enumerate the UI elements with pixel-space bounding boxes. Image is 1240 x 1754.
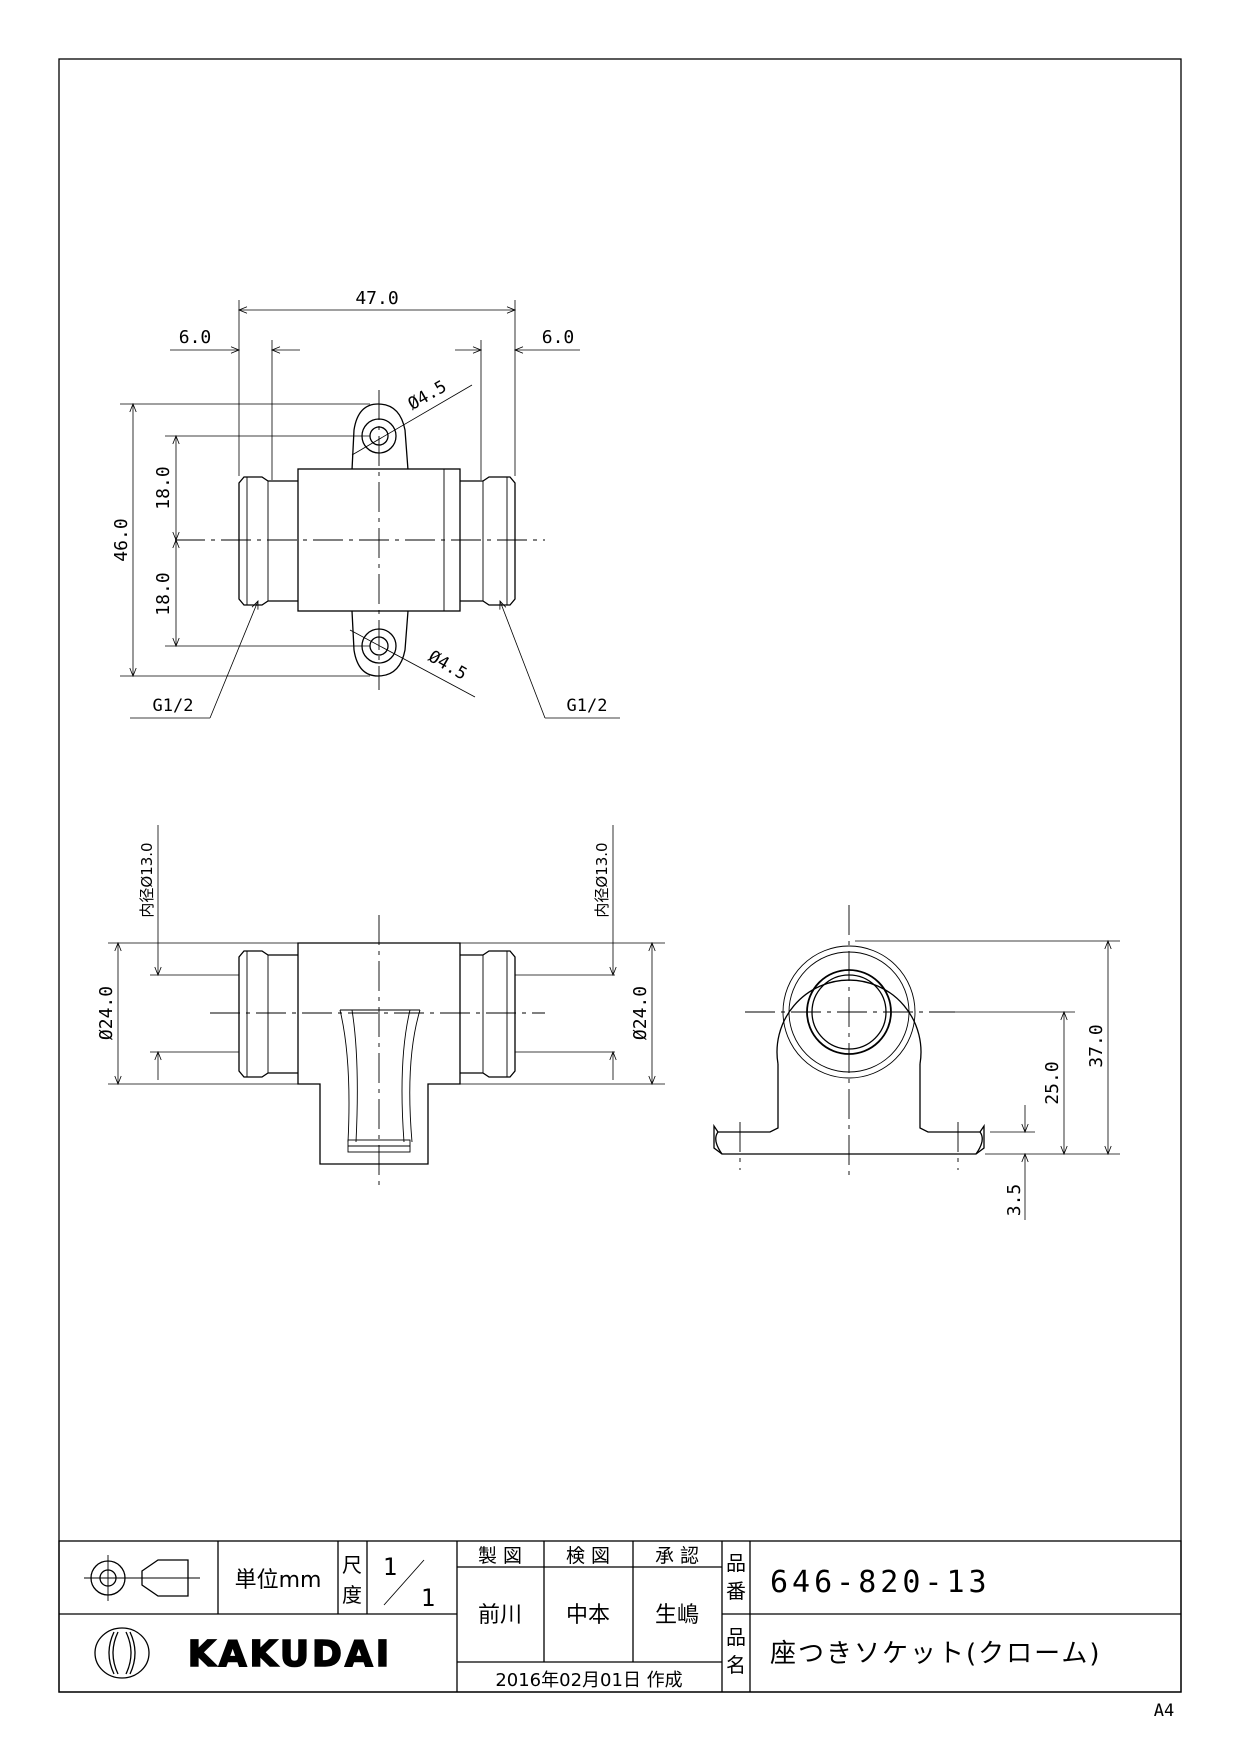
dim-left-6: 6.0 (179, 327, 212, 348)
dim-upper-18: 18.0 (153, 466, 174, 509)
scale-numerator: 1 (383, 1553, 397, 1581)
top-thread-right (460, 476, 516, 606)
top-lug-lower (351, 610, 409, 677)
sheet-border (58, 58, 1182, 1693)
third-angle-projection-icon (84, 1555, 200, 1601)
top-thread-left (238, 476, 298, 606)
front-view: Ø24.0 Ø24.0 内径Ø13.0 内径Ø13.0 (96, 825, 665, 1190)
top-view: 47.0 6.0 6.0 Ø4.5 Ø4.5 46.0 18.0 18.0 G1… (111, 288, 620, 719)
front-thread-left (238, 950, 298, 1078)
part-no-label-1: 品 (726, 1551, 746, 1575)
top-lug-upper (351, 403, 409, 471)
front-thread-right (460, 950, 516, 1078)
part-name-label-2: 名 (726, 1653, 746, 1677)
front-body (297, 942, 461, 1165)
title-block: 単位mm 尺 度 尺度 1 1 製 図 検 図 承 認 前川 中本 生嶋 201… (58, 1540, 1182, 1693)
checked-label: 検 図 (566, 1545, 610, 1567)
dim-height-46: 46.0 (111, 518, 132, 561)
part-number: 646-820-13 (770, 1565, 991, 1600)
drawn-label: 製 図 (478, 1545, 522, 1567)
part-name-label-1: 品 (726, 1625, 746, 1649)
dim-hole-upper: Ø4.5 (405, 377, 450, 415)
dim-inner-dia-right: 内径Ø13.0 (593, 842, 611, 917)
side-view: 37.0 25.0 3.5 (713, 905, 1120, 1220)
thread-label-left: G1/2 (153, 696, 194, 716)
dim-outer-dia-right: Ø24.0 (630, 986, 651, 1040)
approved-label: 承 認 (655, 1545, 699, 1567)
dim-hole-lower: Ø4.5 (425, 647, 470, 685)
approved-by: 生嶋 (655, 1603, 699, 1628)
dim-side-height-37: 37.0 (1086, 1024, 1107, 1067)
dim-inner-dia-left: 内径Ø13.0 (138, 842, 156, 917)
checked-by: 中本 (566, 1603, 610, 1628)
part-name: 座つきソケット(クローム) (770, 1639, 1102, 1669)
dim-outer-dia-left: Ø24.0 (96, 986, 117, 1040)
scale-denominator: 1 (421, 1584, 435, 1612)
scale-label-2: 度 (342, 1583, 362, 1607)
scale-label: 尺 (342, 1553, 362, 1577)
date-text: 2016年02月01日 作成 (495, 1670, 682, 1691)
drawn-by: 前川 (478, 1603, 522, 1628)
unit-label: 単位mm (235, 1568, 322, 1593)
sheet-size: A4 (1154, 1701, 1174, 1721)
dim-lower-18: 18.0 (153, 572, 174, 615)
dim-side-center-25: 25.0 (1042, 1061, 1063, 1104)
part-no-label-2: 番 (726, 1579, 746, 1603)
company-name: KAKUDAI (188, 1634, 392, 1675)
dim-width-47: 47.0 (355, 288, 398, 309)
kakudai-logo-icon (94, 1627, 150, 1679)
dim-side-base-3-5: 3.5 (1004, 1184, 1025, 1217)
thread-label-right: G1/2 (567, 696, 608, 716)
dim-right-6: 6.0 (542, 327, 575, 348)
